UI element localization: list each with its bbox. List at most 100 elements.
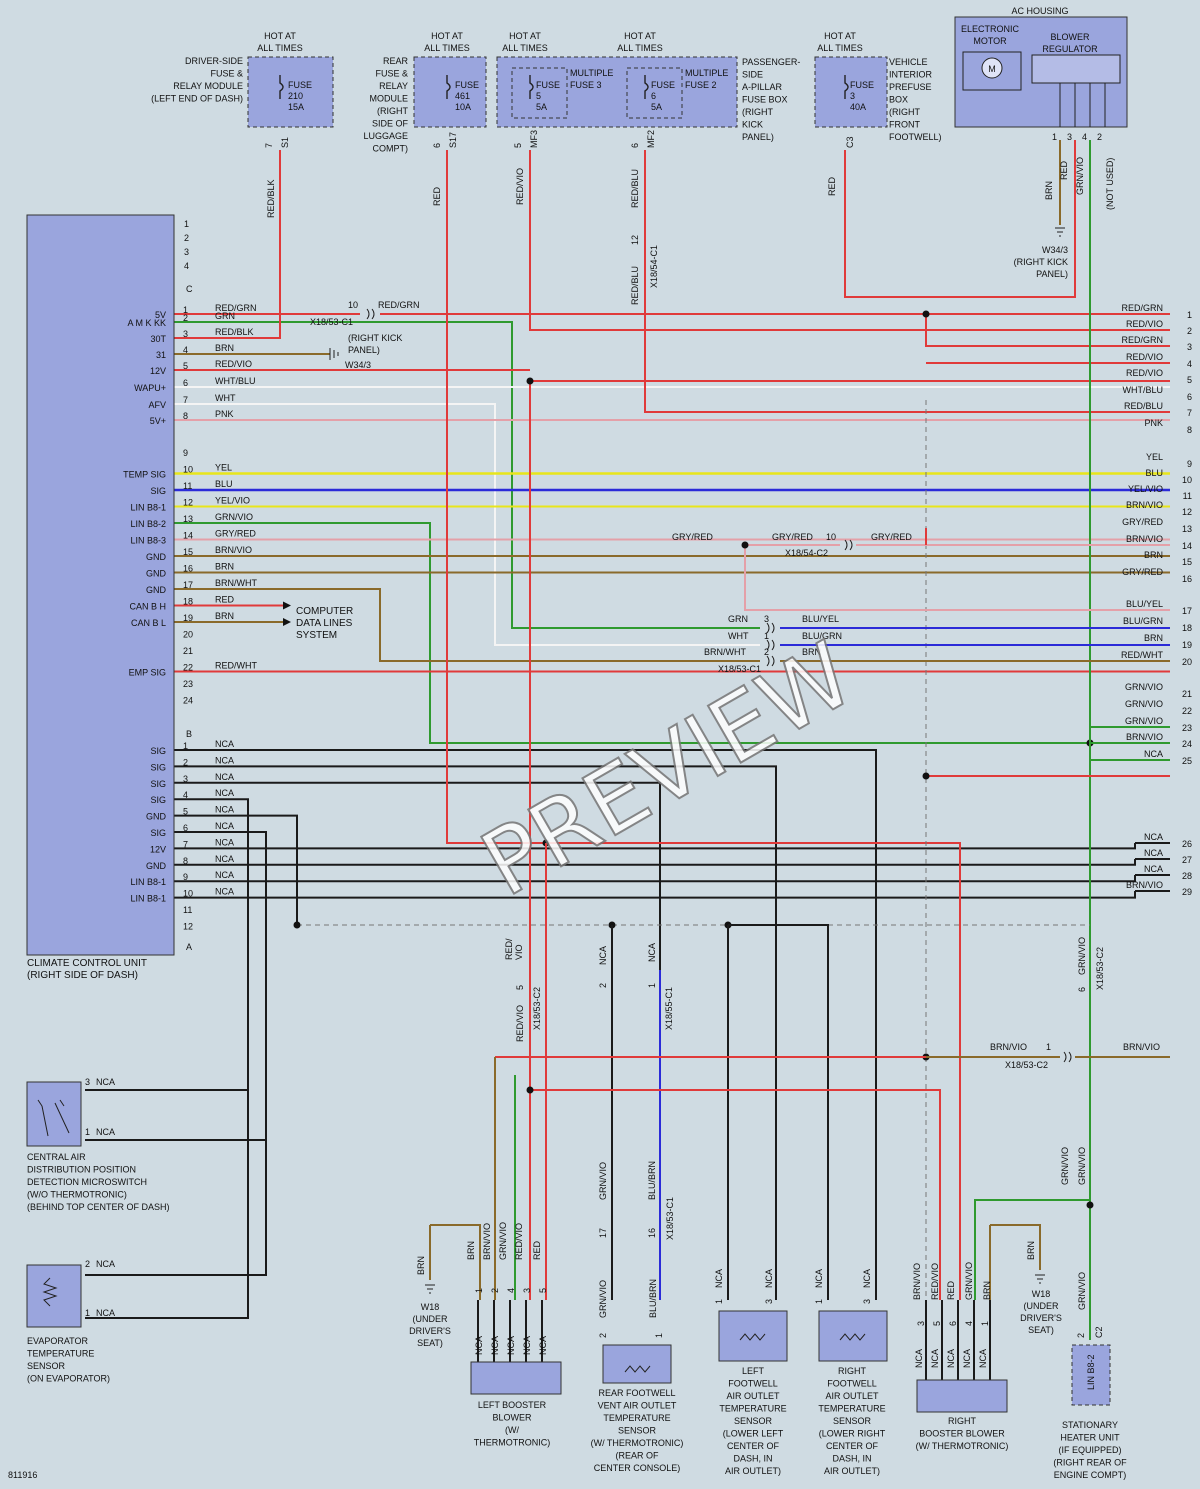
right-wire-number: 20	[1182, 657, 1192, 667]
right-footwell-title: (LOWER RIGHT	[819, 1429, 886, 1439]
fuse-symbol	[844, 75, 849, 99]
right-wire-label: BLU/YEL	[1126, 599, 1163, 609]
ccu-pin-wire: NCA	[215, 870, 234, 880]
ccu-top-pin: 1	[184, 219, 189, 229]
hot-at-all-times: HOT AT	[431, 31, 463, 41]
ccu-pin-number: 2	[183, 313, 188, 323]
right-footwell-title: FOOTWELL	[827, 1379, 877, 1389]
hot-at-all-times: ALL TIMES	[424, 43, 470, 53]
right-wire-number: 13	[1182, 524, 1192, 534]
multiple-fuse-2-title: MULTIPLE	[685, 68, 728, 78]
wire-evap-1	[85, 1090, 249, 1319]
fuse-rating: 5A	[536, 102, 547, 112]
w18-left-label: W18	[421, 1302, 440, 1312]
label-layer: CLIMATE CONTROL UNIT(RIGHT SIDE OF DASH)…	[27, 6, 1192, 1480]
ccu-pin-wire: RED	[215, 595, 235, 605]
ground-w34-label: W34/3	[1042, 245, 1068, 255]
ccu-pin-signal: LIN B8-1	[130, 503, 166, 513]
wire-nca-a8	[174, 859, 1136, 866]
x18-55-id: X18/55-C1	[664, 987, 674, 1030]
evap-title: (ON EVAPORATOR)	[27, 1374, 110, 1384]
mid-id: X18/53-C1	[718, 664, 761, 674]
ac-pin: 3	[1067, 132, 1072, 142]
fuse-rating: 3	[850, 91, 855, 101]
x18-54-c2-pin: 10	[826, 532, 836, 542]
wire-brn-w18-right	[990, 1224, 1041, 1270]
right-wire-number: 18	[1182, 623, 1192, 633]
ground-w34-kick: (RIGHT KICK	[348, 333, 402, 343]
right-footwell-title: TEMPERATURE	[818, 1404, 885, 1414]
x18-53-c2-5: VIO	[514, 944, 524, 960]
fuse-rating: 5A	[651, 102, 662, 112]
fuse-rating: 40A	[850, 102, 866, 112]
left-footwell-title: DASH, IN	[733, 1454, 772, 1464]
rb-wire: RED/VIO	[930, 1263, 940, 1300]
right-wire-label: BRN	[1144, 550, 1163, 560]
ccu-pin-wire: NCA	[215, 788, 234, 798]
ccu-pin-number: 12	[183, 498, 193, 508]
ccu-pin-wire: BRN	[215, 343, 234, 353]
lb-pin: 1	[474, 1288, 484, 1293]
rear-footwell-title: (REAR OF	[615, 1451, 659, 1461]
right-wire-label: RED/VIO	[1126, 368, 1163, 378]
ccu-pin-wire: RED/WHT	[215, 661, 257, 671]
wire-red-vio-mf3	[529, 150, 1170, 331]
rb-wire: BRN/VIO	[912, 1263, 922, 1300]
ms-pin: 3	[85, 1077, 90, 1087]
right-wire-number: 3	[1187, 342, 1192, 352]
wire-red-vio-rb	[530, 1089, 941, 1300]
right-footwell-title: SENSOR	[833, 1416, 872, 1426]
ccu-pin-signal: SIG	[150, 746, 166, 756]
ccu-pin-wire: YEL	[215, 463, 232, 473]
wire-red-blu-mf2	[644, 150, 1170, 413]
ground-w34-inline: W34/3	[345, 360, 371, 370]
w18-left-label: DRIVER'S	[409, 1326, 451, 1336]
rfw-pin: NCA	[862, 1269, 872, 1288]
fuse-pin: 6	[630, 143, 640, 148]
fuse-box-rear	[413, 56, 487, 128]
computer-data-lines-label: SYSTEM	[296, 630, 337, 641]
lf-pin: NCA	[764, 1269, 774, 1288]
fuse-pin: MF3	[529, 130, 539, 148]
fuse-symbol	[279, 75, 284, 99]
w18-right-ground	[1035, 1274, 1045, 1284]
heater-wire: GRN/VIO	[1077, 1272, 1087, 1310]
x18-53-c2-6-id: X18/53-C2	[1095, 947, 1105, 990]
climate-control-unit-box	[26, 214, 175, 956]
right-wire-label: RED/GRN	[1121, 335, 1163, 345]
rear-footwell-title: SENSOR	[618, 1426, 657, 1436]
lb-nca: NCA	[522, 1336, 532, 1355]
passenger-fuse-box-title: FUSE BOX	[742, 95, 788, 105]
ccu-pin-signal: SIG	[150, 779, 166, 789]
ccu-pin-signal: GND	[146, 552, 167, 562]
inline-connector	[766, 655, 775, 667]
ccu-pin-number: 6	[183, 378, 188, 388]
splice-dot	[1086, 1201, 1094, 1209]
right-wire-label: NCA	[1144, 848, 1163, 858]
ccu-pin-wire: NCA	[215, 772, 234, 782]
right-wire-label: RED/GRN	[1121, 303, 1163, 313]
vlabel: RED/VIO	[515, 168, 525, 205]
right-wire-number: 19	[1182, 640, 1192, 650]
rear-footwell-sensor-box	[602, 1344, 672, 1384]
passenger-fuse-box-title: PASSENGER-	[742, 57, 800, 67]
x18-53-c2-1: BRN/VIO	[990, 1042, 1027, 1052]
x18-53-c1-17: 17	[598, 1228, 608, 1238]
wire-evap-2	[85, 1140, 267, 1276]
right-wire-label: BLU	[1145, 468, 1163, 478]
ccu-pin-signal: LIN B8-3	[130, 536, 166, 546]
pin12: 12	[630, 235, 640, 245]
ccu-pin-signal: 12V	[150, 844, 166, 854]
w18-left-label: SEAT)	[417, 1338, 443, 1348]
motor-frame	[962, 51, 1022, 91]
ccu-pin-signal: WAPU+	[134, 383, 166, 393]
wire-red-prefuse	[844, 140, 1076, 298]
ccu-pin-number: 7	[183, 839, 188, 849]
evap-title: SENSOR	[27, 1361, 66, 1371]
right-wire-label: NCA	[1144, 749, 1163, 759]
vlabel: RED	[432, 186, 442, 206]
heater-pin: C2	[1094, 1326, 1104, 1338]
rf-pin: 1	[654, 1333, 664, 1338]
ccu-pin-number: 11	[183, 481, 192, 491]
w18-right-wire: BRN	[1026, 1241, 1036, 1260]
